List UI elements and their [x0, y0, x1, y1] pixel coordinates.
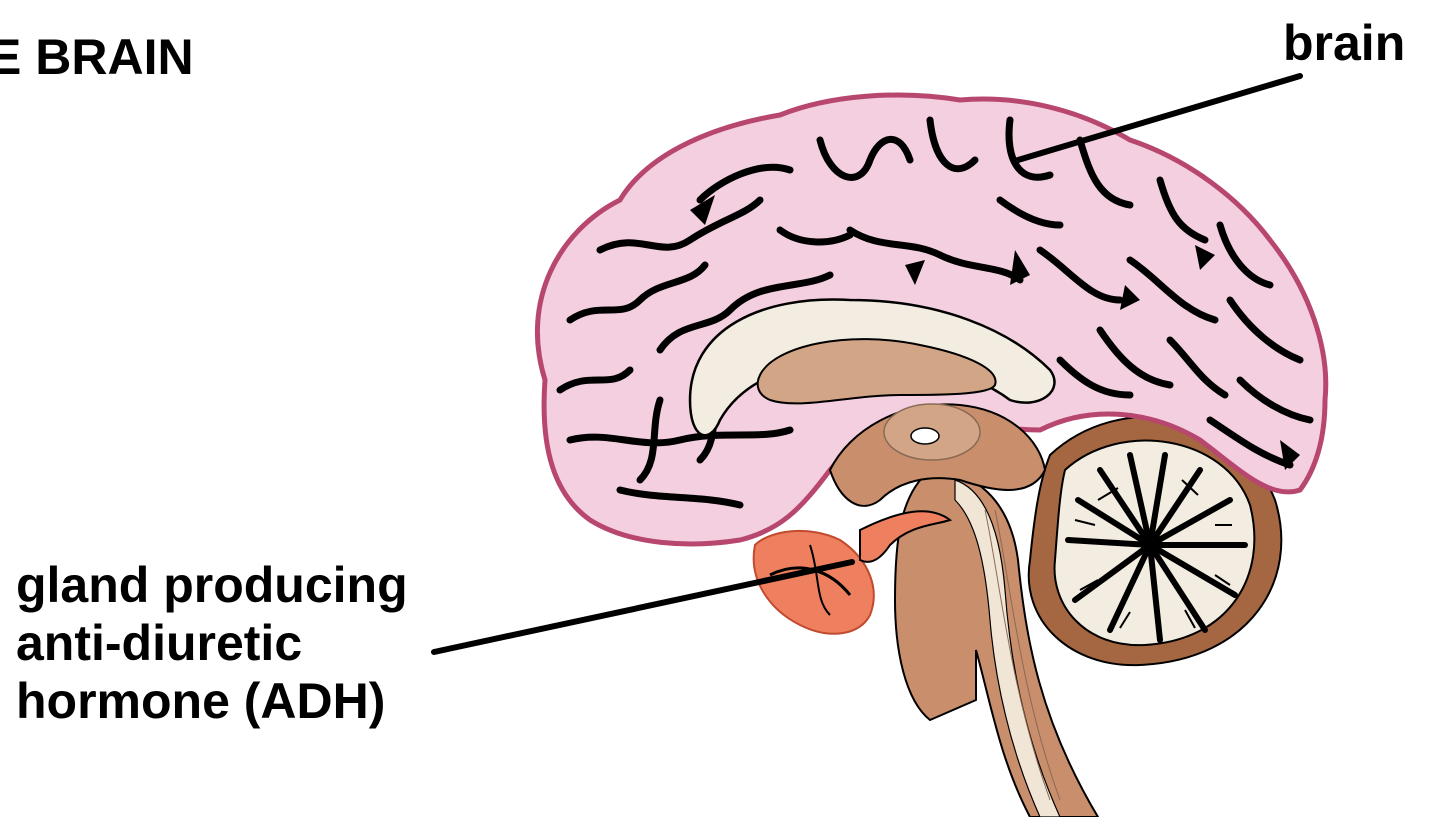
gland-label-line-1: gland producing: [16, 556, 496, 614]
gland-label: gland producing anti-diuretic hormone (A…: [16, 556, 496, 730]
gland-label-line-3: hormone (ADH): [16, 672, 496, 730]
gland-label-line-2: anti-diuretic: [16, 614, 496, 672]
brain-label: brain: [1283, 14, 1405, 72]
diagram-title: E BRAIN: [0, 28, 194, 86]
